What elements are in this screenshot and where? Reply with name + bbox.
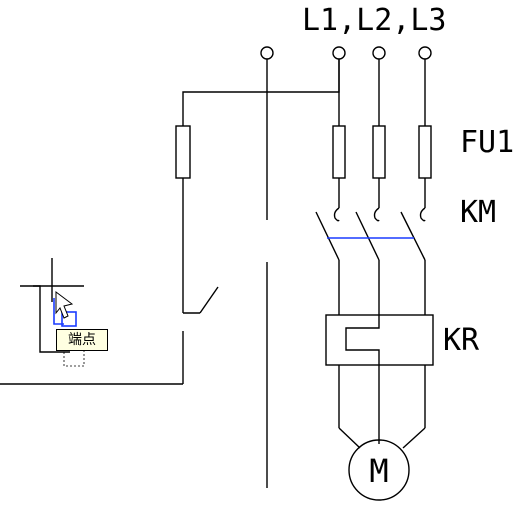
- fuse-label: FU1: [460, 125, 514, 160]
- terminal-l1[interactable]: [332, 46, 346, 60]
- load-wires: [338, 260, 426, 315]
- contactor-km[interactable]: [315, 207, 426, 261]
- cad-crosshair-cursor: [20, 258, 85, 367]
- overload-relay-kr[interactable]: [325, 314, 434, 428]
- contactor-label: KM: [460, 195, 496, 230]
- motor-label: M: [369, 452, 388, 490]
- motor[interactable]: M: [338, 383, 426, 501]
- terminal-l3[interactable]: [418, 46, 432, 60]
- overload-relay-label: KR: [443, 323, 480, 358]
- terminal-n[interactable]: [260, 46, 274, 488]
- snap-tooltip: 端点: [56, 329, 108, 351]
- control-wire: [0, 59, 340, 385]
- terminal-l2[interactable]: [372, 46, 386, 60]
- supply-label: L1,L2,L3: [302, 3, 447, 38]
- fuse-fu1[interactable]: [332, 59, 432, 208]
